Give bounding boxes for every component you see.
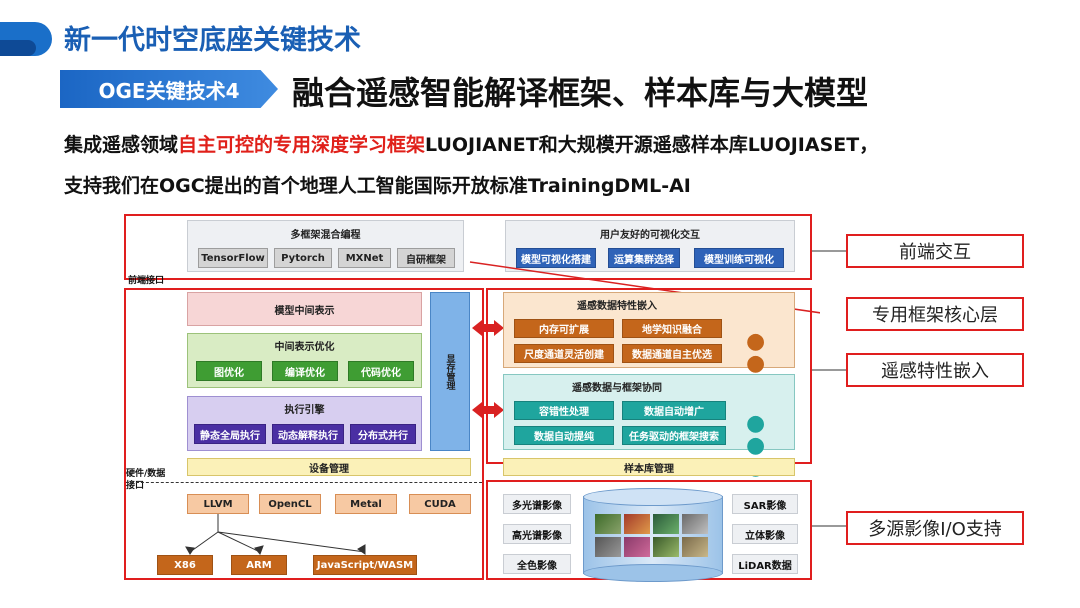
description-line-2: 支持我们在OGC提出的首个地理人工智能国际开放标准TrainingDML-AI [64, 175, 691, 197]
backend-cuda: CUDA [409, 494, 471, 514]
imagery-stereo: 立体影像 [732, 524, 798, 544]
thumbnail-image [595, 537, 621, 557]
ir-optimization-title: 中间表示优化 [274, 342, 335, 353]
rs-embedding-box: 遥感数据特性嵌入 内存可扩展 地学知识融合 尺度通道灵活创建 数据通道自主优选 … [503, 292, 795, 397]
framework-pytorch: Pytorch [274, 248, 332, 268]
multi-framework-box: 多框架混合编程 TensorFlow Pytorch MXNet 自研框架 [187, 220, 464, 272]
visual-item-training-viz: 模型训练可视化 [694, 248, 784, 268]
backend-opencl: OpenCL [259, 494, 321, 514]
framework-mxnet: MXNet [338, 248, 391, 268]
label-framework-core: 专用框架核心层 [846, 297, 1024, 331]
desc-text: LUOJIANET和大规模开源遥感样本库LUOJIASET， [425, 134, 879, 156]
thumbnail-image [653, 537, 679, 557]
header-accent-shape-dark [0, 40, 36, 56]
rs-embedding-title: 遥感数据特性嵌入 [577, 301, 657, 312]
rs-item-fault-tolerance: 容错性处理 [514, 401, 614, 420]
desc-highlight: 自主可控的专用深度学习框架 [178, 134, 426, 156]
frontend-frame [124, 214, 812, 280]
backend-llvm: LLVM [187, 494, 249, 514]
imagery-multispectral: 多光谱影像 [503, 494, 571, 514]
rs-cooperation-title: 遥感数据与框架协同 [572, 383, 662, 394]
exec-engine-title: 执行引擎 [284, 405, 325, 416]
imagery-hyperspectral: 高光谱影像 [503, 524, 571, 544]
device-management-box: 设备管理 [187, 458, 471, 476]
visual-interaction-box: 用户友好的可视化交互 模型可视化搭建 运算集群选择 模型训练可视化 [505, 220, 795, 272]
memory-management-box: 显存管理 [430, 292, 470, 451]
core-frame [124, 288, 484, 580]
imagery-sar: SAR影像 [732, 494, 798, 514]
section-tag: OGE关键技术4 [60, 70, 278, 108]
ir-optimization-box: 中间表示优化 图优化 编译优化 代码优化 [187, 333, 422, 388]
imagery-lidar: LiDAR数据 [732, 554, 798, 574]
rs-item-memory: 内存可扩展 [514, 319, 614, 338]
label-io-support: 多源影像I/O支持 [846, 511, 1024, 545]
description-line-1: 集成遥感领域自主可控的专用深度学习框架LUOJIANET和大规模开源遥感样本库L… [64, 130, 878, 157]
thumbnail-image [595, 514, 621, 534]
page-title: 新一代时空底座关键技术 [64, 25, 361, 56]
multi-framework-title: 多框架混合编程 [290, 230, 361, 241]
label-rs-embedding: 遥感特性嵌入 [846, 353, 1024, 387]
backend-metal: Metal [335, 494, 397, 514]
ir-item-compile-opt: 编译优化 [272, 361, 338, 381]
memory-management-label: 显存管理 [444, 353, 455, 390]
framework-custom: 自研框架 [397, 248, 455, 268]
rs-item-channel-select: 数据通道自主优选 [622, 344, 722, 363]
framework-tensorflow: TensorFlow [198, 248, 268, 268]
target-javascript-wasm: JavaScript/WASM [313, 555, 417, 575]
visual-item-cluster-select: 运算集群选择 [608, 248, 680, 268]
rs-item-scale-channel: 尺度通道灵活创建 [514, 344, 614, 363]
exec-item-distributed: 分布式并行 [350, 424, 416, 444]
exec-engine-box: 执行引擎 静态全局执行 动态解释执行 分布式并行 [187, 396, 422, 451]
data-storage-cylinder [583, 488, 723, 582]
rs-item-geo-knowledge: 地学知识融合 [622, 319, 722, 338]
desc-text: 集成遥感领域 [64, 134, 179, 156]
hw-interface-label: 硬件/数据 接口 [126, 469, 166, 491]
rs-cooperation-box: 遥感数据与框架协同 容错性处理 数据自动增广 数据自动提纯 任务驱动的框架搜索 … [503, 374, 795, 479]
exec-item-static: 静态全局执行 [194, 424, 266, 444]
label-frontend-interaction: 前端交互 [846, 234, 1024, 268]
exec-item-dynamic: 动态解释执行 [272, 424, 344, 444]
target-arm: ARM [231, 555, 287, 575]
model-ir-box: 模型中间表示 [187, 292, 422, 326]
sample-management-box: 样本库管理 [503, 458, 795, 476]
ir-item-code-opt: 代码优化 [348, 361, 414, 381]
thumbnail-image [624, 537, 650, 557]
ir-item-graph-opt: 图优化 [196, 361, 262, 381]
thumbnail-image [682, 514, 708, 534]
thumbnail-image [624, 514, 650, 534]
section-subtitle: 融合遥感智能解译框架、样本库与大模型 [292, 74, 869, 112]
visual-item-model-build: 模型可视化搭建 [516, 248, 596, 268]
target-x86: X86 [157, 555, 213, 575]
visual-interaction-title: 用户友好的可视化交互 [600, 230, 700, 241]
imagery-panchromatic: 全色影像 [503, 554, 571, 574]
thumbnail-image [653, 514, 679, 534]
thumbnail-image [682, 537, 708, 557]
frontend-interface-label: 前端接口 [128, 276, 165, 286]
architecture-diagram: 前端接口 多框架混合编程 TensorFlow Pytorch MXNet 自研… [120, 210, 820, 590]
rs-item-augmentation: 数据自动增广 [622, 401, 726, 420]
rs-item-framework-search: 任务驱动的框架搜索 [622, 426, 726, 445]
hw-divider [126, 482, 482, 483]
rs-item-purification: 数据自动提纯 [514, 426, 614, 445]
imagery-thumbnails [595, 514, 711, 557]
